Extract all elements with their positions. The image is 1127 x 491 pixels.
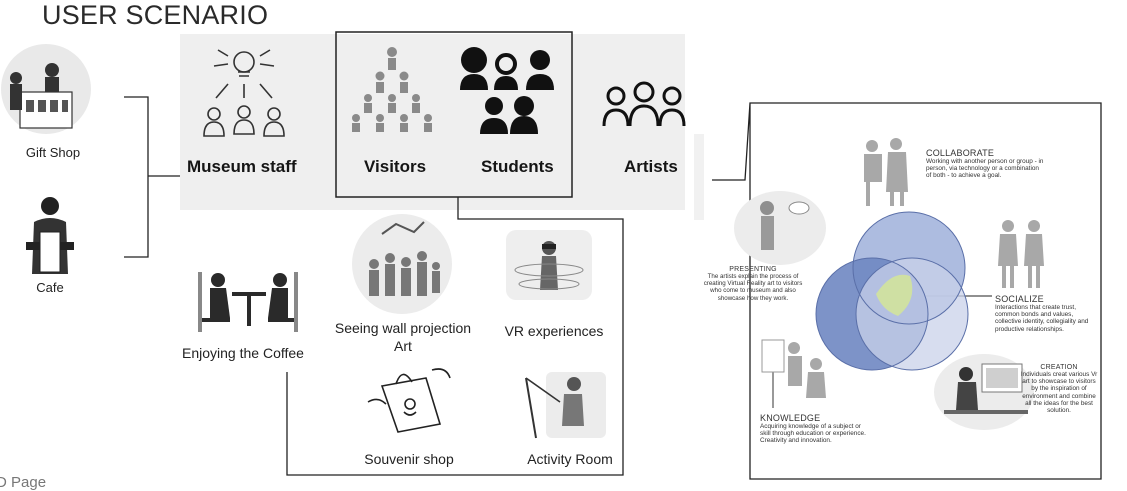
collaborate-text: Working with another person or group - i… <box>926 158 1044 180</box>
socialize-figures <box>998 220 1044 288</box>
projection-illustration <box>352 214 452 314</box>
vr-illustration <box>506 230 592 300</box>
knowledge-title: KNOWLEDGE <box>760 413 821 423</box>
socialize-block: SOCIALIZE Interactions that create trust… <box>995 294 1093 333</box>
activity-vr: VR experiences <box>504 323 604 339</box>
presenting-block: PRESENTING The artists explain the proce… <box>699 266 807 302</box>
gift-shop-illustration <box>1 44 91 134</box>
creation-block: CREATION Individuals creat various Vr ar… <box>1020 364 1098 414</box>
creation-text: Individuals creat various Vr art to show… <box>1020 371 1098 415</box>
socialize-text: Interactions that create trust, common b… <box>995 304 1089 333</box>
activity-room: Activity Room <box>527 451 613 467</box>
collaborate-figures <box>864 138 908 206</box>
creation-title: CREATION <box>1040 364 1078 371</box>
activity-coffee: Enjoying the Coffee <box>182 345 304 361</box>
barista-icon <box>26 197 74 274</box>
knowledge-text: Acquiring knowledge of a subject or skil… <box>760 423 866 445</box>
collaborate-block: COLLABORATE Working with another person … <box>926 148 1044 180</box>
role-students: Students <box>481 157 554 176</box>
presenter-illustration <box>734 191 826 265</box>
knowledge-block: KNOWLEDGE Acquiring knowledge of a subje… <box>760 413 872 445</box>
creation-desk-illustration <box>934 354 1034 430</box>
socialize-title: SOCIALIZE <box>995 294 1044 304</box>
activity-projection: Seeing wall projection Art <box>334 320 472 354</box>
venn-diagram <box>815 211 969 371</box>
page-footer: D Page <box>0 474 47 491</box>
students-icon <box>460 47 554 134</box>
coffee-illustration <box>198 272 298 332</box>
knowledge-figures <box>761 339 826 408</box>
collaborate-title: COLLABORATE <box>926 148 995 158</box>
museum-staff-icon <box>203 49 285 137</box>
presenting-title: PRESENTING <box>729 266 777 273</box>
role-visitors: Visitors <box>364 157 427 176</box>
page-title: USER SCENARIO <box>42 0 269 30</box>
activity-souvenir: Souvenir shop <box>364 451 454 467</box>
roles-band <box>180 34 685 210</box>
role-museum-staff: Museum staff <box>187 157 297 176</box>
painter-illustration <box>525 372 606 439</box>
presenting-text: The artists explain the process of creat… <box>703 273 803 302</box>
cafe-label: Cafe <box>36 280 64 295</box>
visitors-icon <box>352 47 432 132</box>
gift-shop-label: Gift Shop <box>25 145 81 160</box>
souvenir-bag-icon <box>367 368 451 433</box>
artists-icon <box>602 81 686 127</box>
roles-band-edge <box>694 134 704 220</box>
role-artists: Artists <box>624 157 678 176</box>
